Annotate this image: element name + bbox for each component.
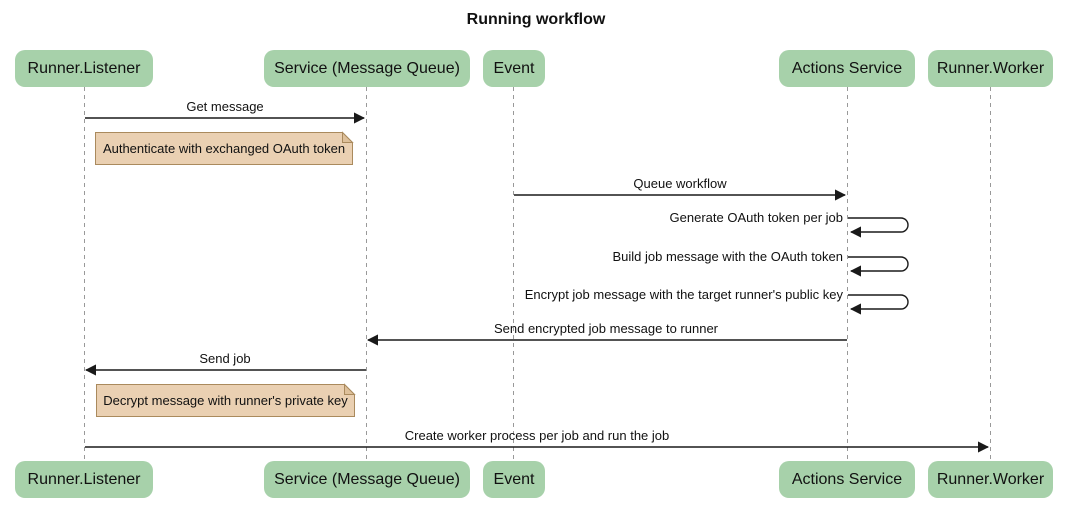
actor-label: Event — [493, 470, 535, 488]
actor-top-service-message-queue: Service (Message Queue) — [264, 50, 470, 87]
actor-bottom-runner-worker: Runner.Worker — [928, 461, 1053, 498]
actor-label: Service (Message Queue) — [274, 59, 460, 77]
actor-bottom-actions-service: Actions Service — [779, 461, 915, 498]
actor-label: Runner.Listener — [27, 59, 141, 77]
actor-label: Runner.Worker — [936, 59, 1045, 77]
actor-top-event: Event — [483, 50, 545, 87]
actor-label: Runner.Listener — [27, 470, 141, 488]
actor-top-runner-listener: Runner.Listener — [15, 50, 153, 87]
note-decrypt-fold — [344, 383, 356, 395]
actor-bottom-runner-listener: Runner.Listener — [15, 461, 153, 498]
arrow-self-encrypt-job-message — [848, 294, 909, 315]
actor-bottom-event: Event — [483, 461, 545, 498]
message-label-generate-oauth-token: Generate OAuth token per job — [669, 210, 843, 225]
arrow-self-build-job-message — [848, 256, 909, 277]
message-label-send-job: Send job — [199, 351, 251, 366]
actor-label: Actions Service — [791, 59, 903, 77]
note-authenticate-shape — [95, 132, 353, 165]
actor-bottom-service-message-queue: Service (Message Queue) — [264, 461, 470, 498]
note-decrypt-label: Decrypt message with runner's private ke… — [103, 393, 348, 408]
actor-label: Event — [493, 59, 535, 77]
note-authenticate-fold — [342, 131, 354, 143]
actor-label: Service (Message Queue) — [274, 470, 460, 488]
note-decrypt-shape — [96, 384, 355, 417]
actor-top-actions-service: Actions Service — [779, 50, 915, 87]
message-label-get-message: Get message — [186, 99, 264, 114]
diagram-title: Running workflow — [466, 11, 606, 28]
actor-label: Runner.Worker — [936, 470, 1045, 488]
message-label-create-worker-process: Create worker process per job and run th… — [404, 428, 670, 443]
message-label-encrypt-job-message: Encrypt job message with the target runn… — [524, 287, 843, 302]
note-authenticate-label: Authenticate with exchanged OAuth token — [102, 141, 346, 156]
message-label-queue-workflow: Queue workflow — [633, 176, 727, 191]
actor-top-runner-worker: Runner.Worker — [928, 50, 1053, 87]
arrow-self-generate-oauth-token — [848, 217, 909, 238]
message-label-send-encrypted-job-message: Send encrypted job message to runner — [493, 321, 719, 336]
actor-label: Actions Service — [791, 470, 903, 488]
message-label-build-job-message: Build job message with the OAuth token — [612, 249, 843, 264]
